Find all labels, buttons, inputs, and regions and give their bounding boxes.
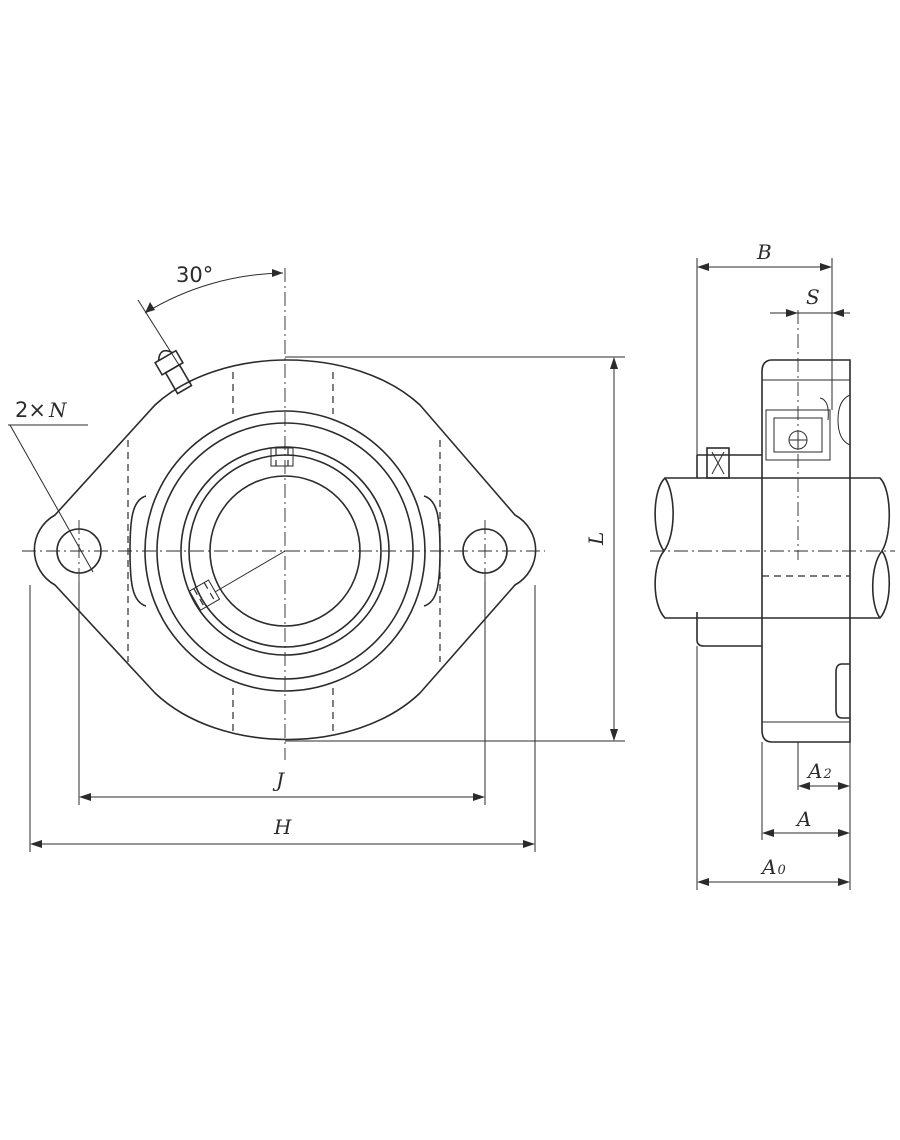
arrowhead (610, 729, 618, 741)
arrowhead (762, 829, 774, 837)
arrowhead (473, 793, 485, 801)
inner-ring-extension (696, 612, 762, 647)
arrowhead (838, 782, 850, 790)
dim-label-A: A (795, 807, 811, 831)
side-view: B S A2 A A0 (650, 240, 895, 890)
grease-nipple (154, 349, 193, 395)
arrowhead (838, 878, 850, 886)
dim-label-S: S (806, 285, 820, 309)
dim-label-A0: A0 (760, 855, 786, 879)
arrowhead (523, 840, 535, 848)
arrowhead (145, 302, 155, 313)
dim-label-L: L (584, 532, 608, 546)
dim-label-J: J (272, 768, 285, 792)
shaft-break (663, 477, 674, 552)
housing-section (761, 359, 851, 743)
arrowhead (697, 263, 709, 271)
arrowhead (610, 357, 618, 369)
holes-label: 2×N (15, 398, 68, 422)
leader-line (9, 424, 94, 573)
arrowhead (838, 829, 850, 837)
shaft (654, 477, 891, 619)
set-screw-top (270, 447, 294, 467)
dim-label-A2: A2 (806, 759, 832, 783)
arrowhead (697, 878, 709, 886)
arrowhead (798, 782, 810, 790)
set-screw-side (706, 447, 730, 479)
front-view: 30° 2×N L J H (8, 263, 625, 852)
set-screw-leader (214, 550, 286, 593)
housing-slot (835, 663, 850, 719)
angle-extension-line (137, 299, 192, 385)
dim-label-H: H (273, 815, 292, 839)
arrowhead (786, 309, 798, 317)
arrowhead (820, 263, 832, 271)
shaft-break (871, 550, 883, 619)
angle-label: 30° (176, 263, 213, 287)
seal-lip (819, 397, 829, 421)
housing-groove (837, 394, 851, 446)
set-screw-angled (188, 579, 221, 611)
angle-arc (144, 272, 284, 314)
arrowhead (79, 793, 91, 801)
arrowhead (30, 840, 42, 848)
arrowhead (272, 269, 283, 277)
flange-outline (33, 359, 537, 741)
dim-label-B: B (756, 240, 772, 264)
arrowhead (832, 309, 844, 317)
